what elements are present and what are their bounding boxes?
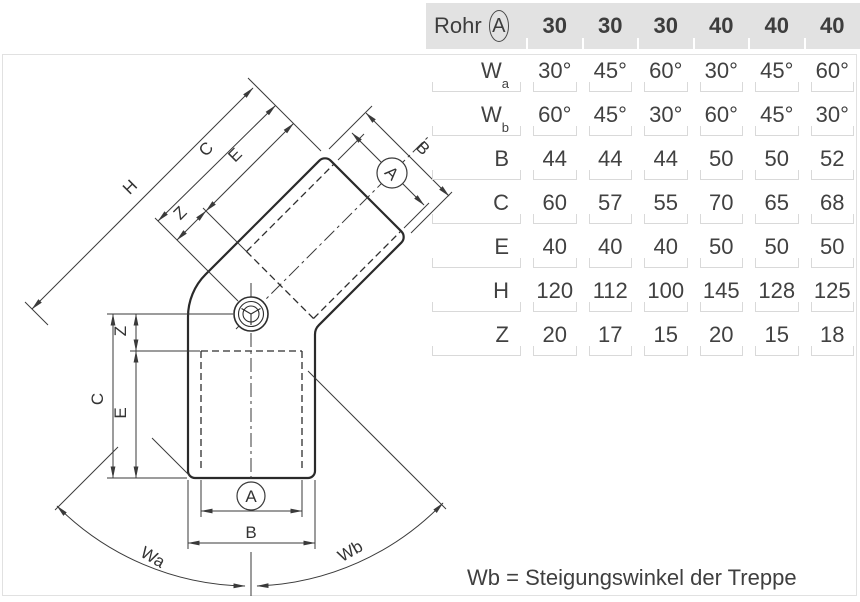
value-cell: 50 (749, 225, 805, 269)
dim-label-e-diagonal: E (224, 144, 245, 165)
value-cell: 50 (694, 225, 750, 269)
elbow-connector-outline (186, 157, 405, 480)
dim-label-c-diagonal: C (195, 138, 217, 160)
value-cell: 112 (583, 269, 639, 313)
value-cell: 120 (527, 269, 583, 313)
value-cell: 18 (805, 313, 860, 357)
header-value-cell: 40 (803, 3, 860, 49)
dim-label-h: H (119, 176, 141, 198)
value-cell: 60° (694, 93, 750, 137)
diameter-a-callout-top: A (376, 157, 408, 189)
value-cell: 52 (805, 137, 860, 181)
value-cell: 30° (805, 93, 860, 137)
header-value-cell: 30 (637, 3, 694, 49)
value-cell: 15 (749, 313, 805, 357)
row-label-cell: B (426, 137, 527, 181)
value-cell: 70 (694, 181, 750, 225)
header-value-cell: 30 (526, 3, 583, 49)
value-cell: 30° (694, 49, 750, 93)
value-cell: 15 (638, 313, 694, 357)
circled-a-icon: A (488, 10, 509, 42)
value-cell: 44 (527, 137, 583, 181)
row-label-cell: H (426, 269, 527, 313)
row-label-cell: C (426, 181, 527, 225)
dim-label-z-diagonal: Z (170, 203, 191, 224)
dim-label-c-vertical: C (88, 393, 107, 405)
value-cell: 45° (749, 49, 805, 93)
value-cell: 60° (527, 93, 583, 137)
value-cell: 128 (749, 269, 805, 313)
value-cell: 50 (805, 225, 860, 269)
angle-label-wa: Wa (137, 543, 169, 572)
dimension-lines (31, 87, 450, 589)
dim-label-b-bottom: B (245, 523, 256, 542)
value-cell: 65 (749, 181, 805, 225)
set-screw-symbol (233, 296, 269, 332)
value-cell: 60 (527, 181, 583, 225)
value-cell: 40 (638, 225, 694, 269)
value-cell: 45° (749, 93, 805, 137)
value-cell: 40 (527, 225, 583, 269)
value-cell: 17 (583, 313, 639, 357)
value-cell: 44 (638, 137, 694, 181)
value-cell: 45° (583, 49, 639, 93)
value-cell: 40 (583, 225, 639, 269)
sheet-border (2, 54, 857, 596)
row-label-cell: Z (426, 313, 527, 357)
value-cell: 145 (694, 269, 750, 313)
value-cell: 45° (583, 93, 639, 137)
header-value-cell: 40 (692, 3, 750, 49)
value-cell: 50 (694, 137, 750, 181)
value-cell: 57 (583, 181, 639, 225)
value-cell: 20 (694, 313, 750, 357)
value-cell: 55 (638, 181, 694, 225)
header-value-cell: 40 (748, 3, 805, 49)
dim-label-z-vertical: Z (111, 326, 130, 336)
value-cell: 100 (638, 269, 694, 313)
dim-label-e-vertical: E (111, 407, 130, 418)
value-cell: 30° (527, 49, 583, 93)
value-cell: 60° (638, 49, 694, 93)
hidden-bore-lines (200, 163, 402, 471)
header-value-cell: 30 (581, 3, 639, 49)
dim-label-a-bottom: A (245, 487, 257, 506)
diameter-a-callout-bottom: A (236, 481, 266, 511)
value-cell: 125 (805, 269, 860, 313)
value-cell: 20 (527, 313, 583, 357)
value-cell: 68 (805, 181, 860, 225)
footnote: Wb = Steigungswinkel der Treppe (467, 565, 797, 590)
value-cell: 50 (749, 137, 805, 181)
row-label-cell: E (426, 225, 527, 269)
value-cell: 60° (805, 49, 860, 93)
value-cell: 30° (638, 93, 694, 137)
value-cell: 44 (583, 137, 639, 181)
